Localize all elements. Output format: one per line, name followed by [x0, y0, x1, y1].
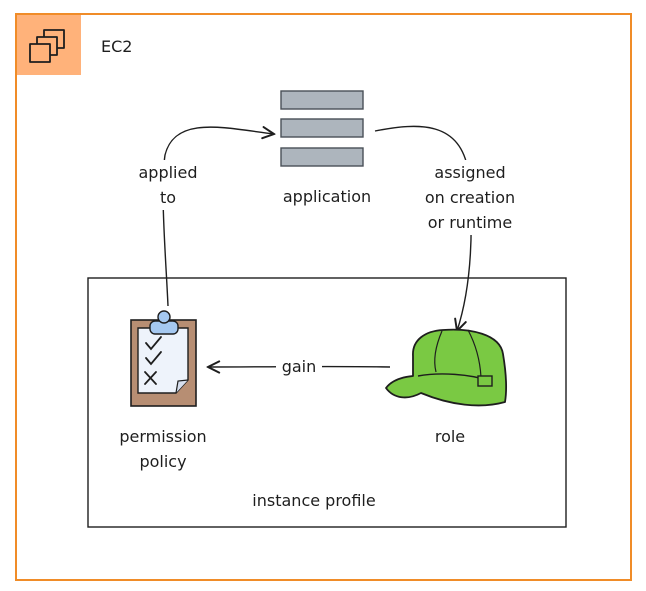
- permission-policy-label: permission policy: [98, 424, 228, 474]
- permission-label-line: permission: [119, 427, 207, 446]
- ec2-title: EC2: [101, 37, 132, 56]
- assigned-label-line-2: on creation: [424, 188, 516, 207]
- applied-to-label: applied to: [122, 160, 214, 210]
- assigned-label-line-1: assigned: [434, 163, 506, 182]
- assigned-label-line-3: or runtime: [427, 213, 513, 232]
- assigned-label: assigned on creation or runtime: [405, 160, 535, 235]
- role-label: role: [434, 427, 466, 446]
- application-label: application: [282, 187, 372, 206]
- applied-label-line: applied: [138, 163, 198, 182]
- instance-profile-label: instance profile: [252, 491, 376, 510]
- ec2-icon: [29, 29, 65, 63]
- policy-label-line: policy: [139, 452, 187, 471]
- ec2-container[interactable]: [15, 13, 632, 581]
- applied-to-arrow: [162, 127, 274, 307]
- gain-label: gain: [276, 354, 322, 379]
- clipboard-checklist-icon[interactable]: [130, 310, 197, 407]
- hard-hat-icon[interactable]: [385, 328, 507, 407]
- server-stack-icon[interactable]: [280, 90, 364, 167]
- to-label-line: to: [159, 188, 177, 207]
- instance-profile-box[interactable]: [87, 277, 567, 528]
